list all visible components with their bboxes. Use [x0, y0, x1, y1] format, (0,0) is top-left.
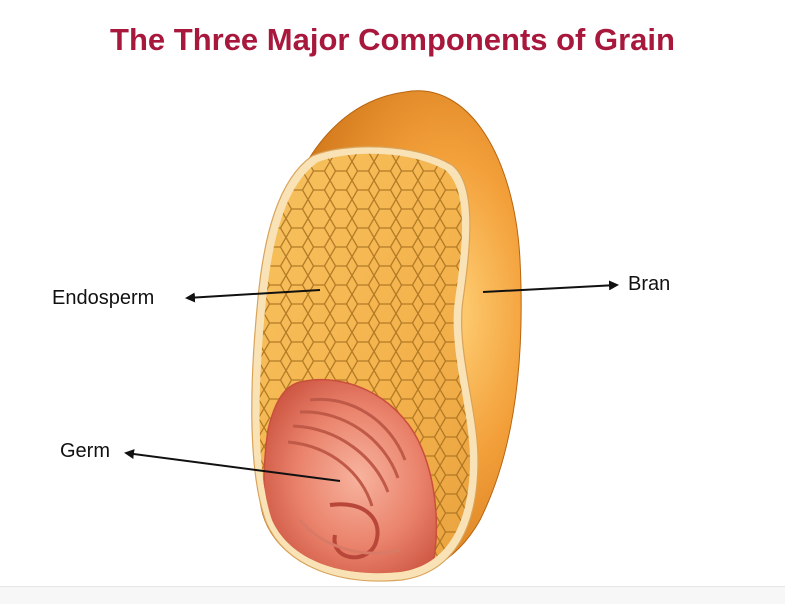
endosperm-label: Endosperm — [52, 287, 155, 309]
bran-label: Bran — [628, 273, 671, 295]
germ-label: Germ — [60, 440, 110, 462]
germ-arrow — [124, 449, 341, 482]
bottom-divider — [0, 586, 785, 604]
diagram-title: The Three Major Components of Grain — [110, 22, 675, 57]
endosperm-arrow — [185, 289, 321, 303]
germ-shape — [262, 378, 438, 574]
bran-arrow — [482, 280, 619, 293]
